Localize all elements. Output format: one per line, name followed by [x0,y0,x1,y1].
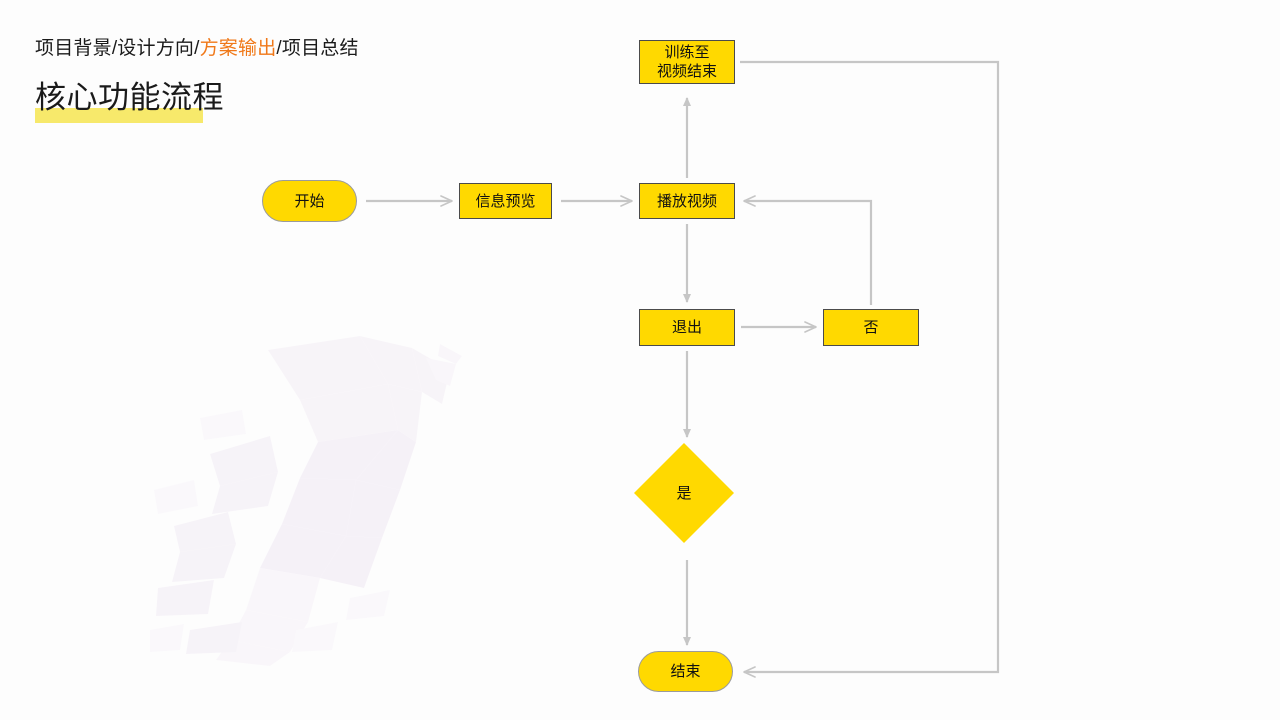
page-title-container: 核心功能流程 [35,78,224,124]
flow-node-label: 退出 [671,319,702,336]
diamond-shape [634,443,734,543]
flow-node-no[interactable]: 否 [823,309,919,346]
breadcrumb-separator: / [276,38,282,59]
flow-node-label: 训练至 视频结束 [656,44,717,80]
flow-node-end[interactable]: 结束 [638,651,733,692]
flow-node-label: 是 [676,484,692,502]
flow-node-label: 开始 [294,192,325,210]
flow-node-yes-decision[interactable]: 是 [634,443,734,543]
breadcrumb-item-3[interactable]: 项目总结 [281,38,359,59]
flow-node-train-until-video-end[interactable]: 训练至 视频结束 [639,40,735,84]
flow-node-start[interactable]: 开始 [262,180,357,222]
page-title: 核心功能流程 [35,80,224,115]
edge-no-to-play [743,195,873,305]
breadcrumb-item-2-active[interactable]: 方案输出 [199,38,277,59]
flow-node-label: 否 [863,319,879,336]
flow-node-info-preview[interactable]: 信息预览 [459,183,552,219]
title-highlight-bar [35,108,203,123]
breadcrumb-separator: / [111,38,118,59]
flow-node-label: 播放视频 [656,192,717,210]
breadcrumb: 项目背景/设计方向/方案输出/项目总结 [35,36,359,62]
breadcrumb-item-0[interactable]: 项目背景 [35,38,112,59]
breadcrumb-item-1[interactable]: 设计方向 [117,38,195,59]
flow-node-label: 信息预览 [475,192,536,210]
flow-node-label: 结束 [670,663,701,680]
flow-node-exit[interactable]: 退出 [639,309,735,346]
edge-trainend-to-end [740,60,1000,678]
breadcrumb-separator: / [194,38,200,59]
flow-node-play-video[interactable]: 播放视频 [639,183,735,219]
